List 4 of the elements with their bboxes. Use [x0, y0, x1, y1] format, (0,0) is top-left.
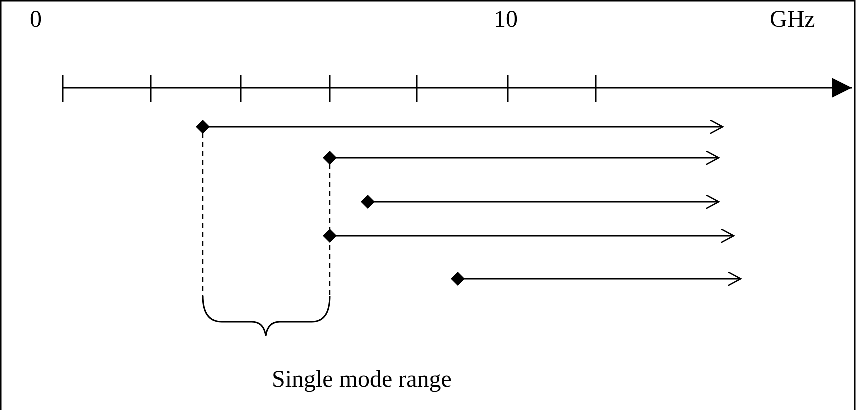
- range-caption: Single mode range: [272, 366, 452, 394]
- axis-tick-label: 0: [30, 6, 42, 34]
- axis-tick-label: 10: [494, 6, 518, 34]
- axis-unit-label: GHz: [770, 6, 816, 34]
